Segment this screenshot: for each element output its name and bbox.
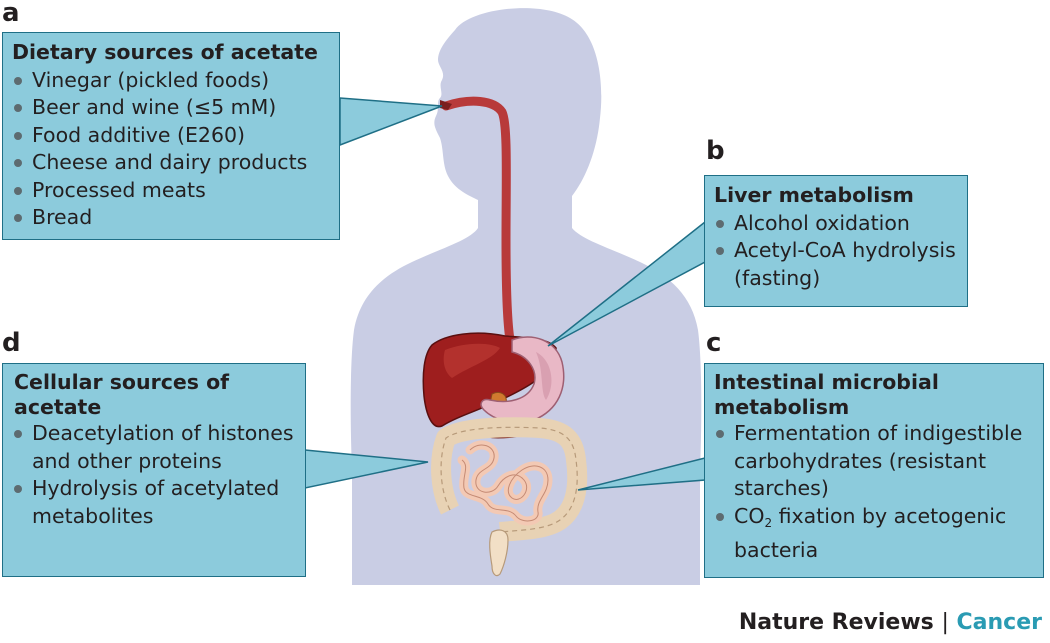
intestinal-microbial-title: Intestinal microbial metabolism (714, 370, 939, 419)
liver-metabolism-title: Liver metabolism (714, 183, 914, 207)
list-item: Beer and wine (≤5 mM) (12, 94, 329, 122)
liver-metabolism-box: Liver metabolism Alcohol oxidation Acety… (704, 175, 968, 307)
list-item: Alcohol oxidation (714, 210, 957, 238)
subjournal-name: Cancer (956, 610, 1042, 635)
panel-letter-a: a (2, 0, 20, 28)
list-item: Deacetylation of histones and other prot… (12, 420, 295, 475)
journal-credit: Nature Reviews | Cancer (739, 610, 1042, 635)
rectum (489, 529, 509, 577)
list-item: Bread (12, 204, 329, 232)
list-item: Food additive (E260) (12, 122, 329, 150)
list-item: Processed meats (12, 177, 329, 205)
intestinal-microbial-list: Fermentation of indigestible carbohydrat… (714, 420, 1033, 565)
stomach-shading (536, 352, 552, 400)
cellular-sources-list: Deacetylation of histones and other prot… (12, 420, 295, 530)
dietary-sources-list: Vinegar (pickled foods) Beer and wine (≤… (12, 67, 329, 232)
large-intestine-outline (440, 426, 578, 533)
cellular-sources-box: Cellular sources of acetate Deacetylatio… (2, 363, 306, 577)
esophagus (441, 96, 515, 345)
panel-letter-d: d (2, 328, 21, 358)
callout-pointer-a (339, 97, 443, 147)
co2-subscript: 2 (764, 515, 773, 530)
list-item: Cheese and dairy products (12, 149, 329, 177)
small-intestine-outline (461, 444, 549, 522)
intestinal-microbial-box: Intestinal microbial metabolism Fermenta… (704, 363, 1044, 578)
list-item: Hydrolysis of acetylated metabolites (12, 475, 295, 530)
liver-metabolism-list: Alcohol oxidation Acetyl-CoA hydrolysis … (714, 210, 957, 293)
credit-separator: | (941, 610, 949, 635)
mouth-opening (440, 100, 452, 110)
panel-letter-c: c (706, 328, 722, 358)
dietary-sources-title: Dietary sources of acetate (12, 40, 318, 64)
liver-highlight (443, 343, 500, 378)
list-item: Vinegar (pickled foods) (12, 67, 329, 95)
cellular-sources-title: Cellular sources of acetate (14, 370, 230, 419)
list-item: Fermentation of indigestible carbohydrat… (714, 420, 1033, 503)
dietary-sources-box: Dietary sources of acetate Vinegar (pick… (2, 32, 340, 240)
list-item: CO2 fixation by acetogenic bacteria (714, 503, 1033, 565)
journal-name: Nature Reviews (738, 610, 934, 635)
list-item: Acetyl-CoA hydrolysis (fasting) (714, 237, 957, 292)
panel-letter-b: b (706, 136, 725, 166)
